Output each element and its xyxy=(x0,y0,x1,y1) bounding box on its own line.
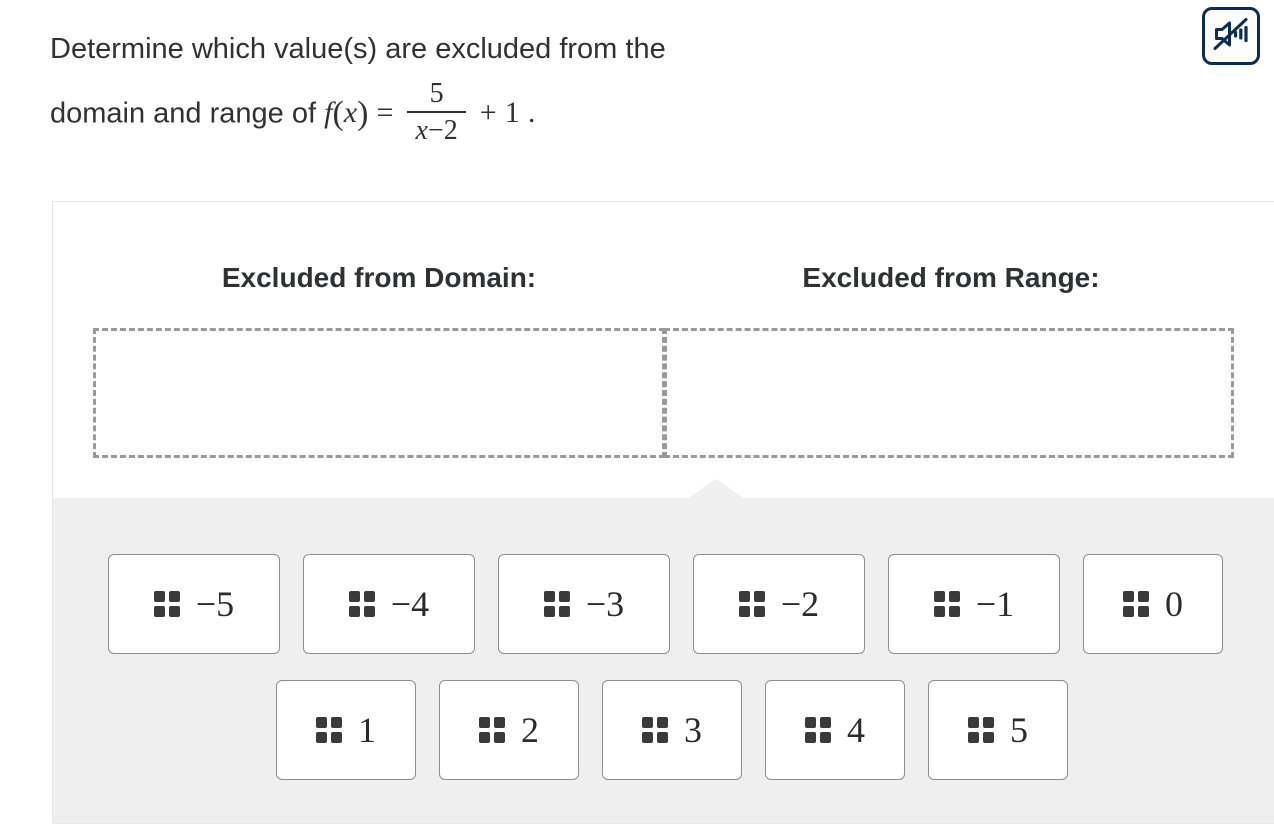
function-expression: f(x) = 5 x−2 + 1 . xyxy=(324,78,536,146)
drag-handle-icon[interactable] xyxy=(968,717,994,743)
question-text: Determine which value(s) are excluded fr… xyxy=(50,18,1170,150)
drag-handle-icon[interactable] xyxy=(1123,591,1149,617)
drag-handle-icon[interactable] xyxy=(479,717,505,743)
tile-value: −3 xyxy=(585,584,625,624)
number-tile[interactable]: −1 xyxy=(888,554,1060,654)
drag-handle-icon[interactable] xyxy=(316,717,342,743)
tile-value: 4 xyxy=(847,710,865,750)
period: . xyxy=(527,96,536,130)
number-tile[interactable]: −2 xyxy=(693,554,865,654)
drop-zone-domain[interactable] xyxy=(93,328,665,458)
drag-handle-icon[interactable] xyxy=(805,717,831,743)
function-name: f xyxy=(324,96,333,130)
fraction-bar xyxy=(407,111,466,113)
tile-value: 1 xyxy=(358,710,376,750)
number-tile[interactable]: 3 xyxy=(602,680,742,780)
number-tile[interactable]: −4 xyxy=(303,554,475,654)
close-paren: ) xyxy=(357,95,369,133)
speaker-muted-icon xyxy=(1212,15,1250,58)
question-line-1: Determine which value(s) are excluded fr… xyxy=(50,33,666,65)
tile-value: 3 xyxy=(684,710,702,750)
drag-handle-icon[interactable] xyxy=(348,591,375,617)
excluded-from-range-header: Excluded from Range: xyxy=(802,262,1100,293)
fraction-denominator: x−2 xyxy=(407,114,465,148)
open-paren: ( xyxy=(332,95,344,133)
drag-handle-icon[interactable] xyxy=(738,591,765,617)
number-tile[interactable]: 0 xyxy=(1083,554,1223,654)
fraction: 5 x−2 xyxy=(407,78,466,148)
number-tile[interactable]: 2 xyxy=(439,680,579,780)
number-tile[interactable]: 1 xyxy=(276,680,416,780)
drag-handle-icon[interactable] xyxy=(642,717,668,743)
denominator-number: 2 xyxy=(443,114,458,146)
drag-handle-icon[interactable] xyxy=(153,591,180,617)
excluded-from-domain-header: Excluded from Domain: xyxy=(221,262,537,293)
drop-zones xyxy=(93,328,1235,458)
tile-row-2: 1 2 3 4 5 xyxy=(276,680,1068,780)
tile-value: 2 xyxy=(521,710,539,750)
plus-sign: + xyxy=(479,96,497,130)
drop-zone-range[interactable] xyxy=(664,328,1234,458)
audio-play-button[interactable] xyxy=(1202,7,1260,65)
drag-handle-icon[interactable] xyxy=(933,591,960,617)
tile-tray: −5 −4 −3 −2 −1 0 1 2 3 4 5 xyxy=(53,479,1274,823)
number-tile[interactable]: −5 xyxy=(108,554,280,654)
tile-value: 5 xyxy=(1010,710,1028,750)
tile-value: −1 xyxy=(975,584,1015,624)
tile-value: 0 xyxy=(1165,584,1183,624)
tile-value: −2 xyxy=(780,584,820,624)
constant-term: 1 xyxy=(504,96,520,130)
tile-value: −5 xyxy=(195,584,235,624)
tile-row-1: −5 −4 −3 −2 −1 0 xyxy=(108,554,1223,654)
zone-headers: Excluded from Domain: Excluded from Rang… xyxy=(53,202,1235,332)
answer-card: Excluded from Domain: Excluded from Rang… xyxy=(52,201,1274,824)
question-prompt-area: Determine which value(s) are excluded fr… xyxy=(0,0,1274,201)
denominator-variable: x xyxy=(415,114,428,146)
number-tile[interactable]: −3 xyxy=(498,554,670,654)
number-tile[interactable]: 5 xyxy=(928,680,1068,780)
equals-sign: = xyxy=(376,96,394,130)
number-tile[interactable]: 4 xyxy=(765,680,905,780)
tile-value: −4 xyxy=(390,584,430,624)
function-argument: x xyxy=(343,96,358,130)
tray-notch-arrow xyxy=(688,479,744,498)
drag-handle-icon[interactable] xyxy=(543,591,570,617)
question-line-2-prefix: domain and range of xyxy=(50,97,317,130)
denominator-operator: − xyxy=(427,114,444,146)
fraction-numerator: 5 xyxy=(429,78,444,109)
